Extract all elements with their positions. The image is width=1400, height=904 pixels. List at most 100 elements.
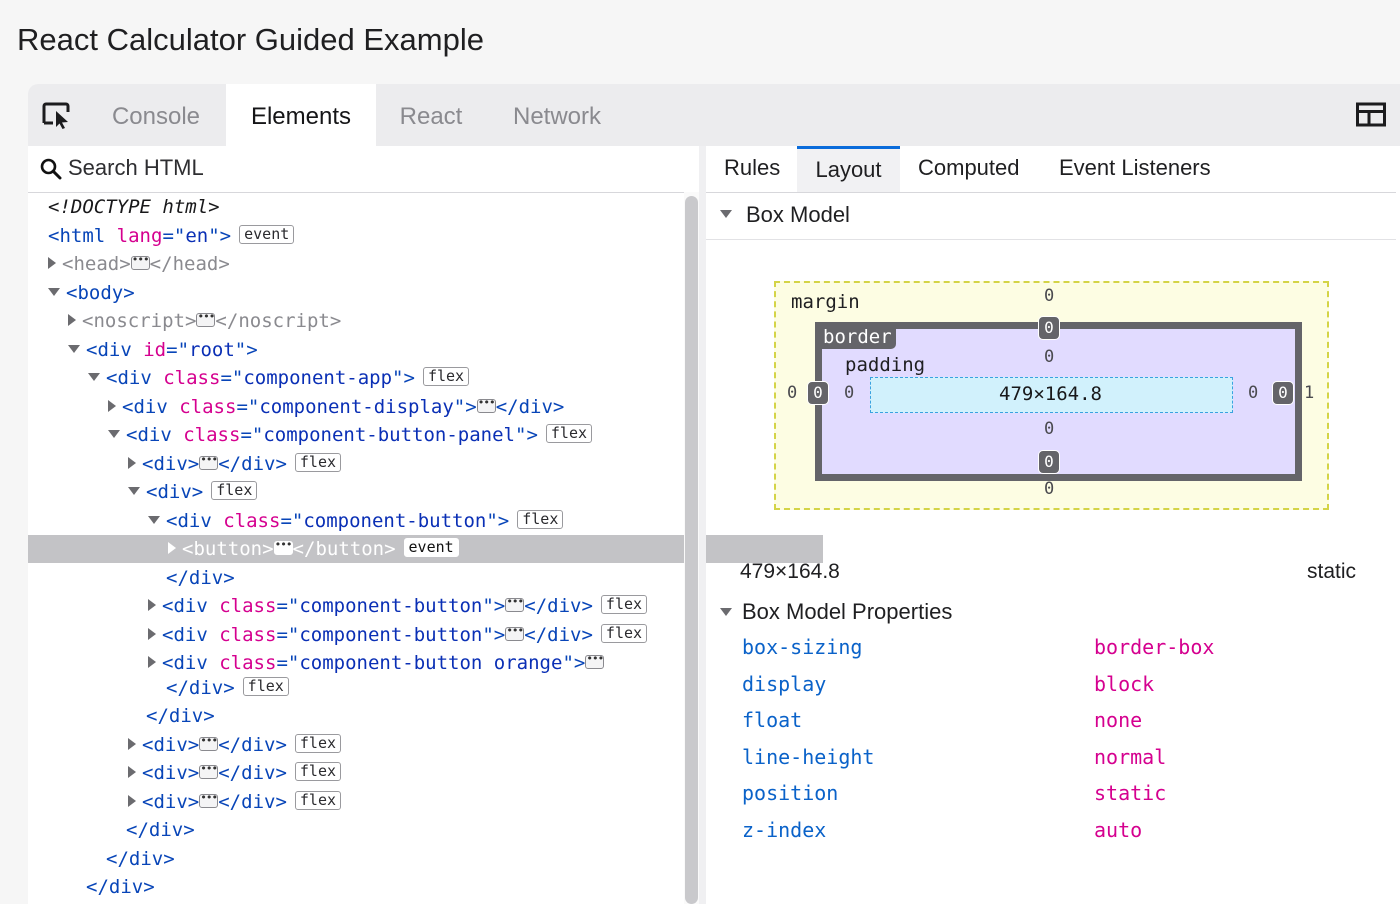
- property-value[interactable]: normal: [1094, 745, 1167, 769]
- tree-row-div-close[interactable]: </div>: [146, 705, 215, 727]
- collapse-toggle-icon[interactable]: [720, 210, 732, 218]
- collapse-toggle-icon[interactable]: [148, 516, 160, 524]
- markup-scrollbar-thumb[interactable]: [685, 196, 698, 904]
- expand-toggle-icon[interactable]: [168, 542, 176, 554]
- ellipsis-icon[interactable]: •••: [505, 596, 525, 612]
- tree-row-div-close[interactable]: </div>: [86, 876, 155, 898]
- tree-row-div[interactable]: <div>•••</div>flex: [28, 759, 783, 787]
- tree-row-component-button-orange[interactable]: <div class="component-button orange">•••: [28, 649, 803, 677]
- element-picker-button[interactable]: [28, 84, 90, 146]
- border-right-value[interactable]: 0: [1272, 381, 1294, 405]
- event-badge[interactable]: event: [403, 538, 459, 557]
- sidebar-tab-rules[interactable]: Rules: [724, 155, 781, 180]
- padding-right-value[interactable]: 0: [1248, 383, 1259, 403]
- margin-bottom-value[interactable]: 0: [1044, 479, 1055, 499]
- ellipsis-icon[interactable]: •••: [196, 311, 216, 327]
- flex-badge[interactable]: flex: [294, 791, 342, 810]
- tree-row-div-close[interactable]: </div>: [166, 567, 235, 589]
- tree-row-noscript[interactable]: <noscript>•••</noscript>: [28, 307, 723, 335]
- tree-row-component-app[interactable]: <div class="component-app">flex: [28, 364, 743, 392]
- margin-right-value[interactable]: 1: [1304, 383, 1315, 403]
- collapse-toggle-icon[interactable]: [48, 288, 60, 296]
- tree-row-body[interactable]: <body>: [28, 279, 703, 307]
- property-value[interactable]: block: [1094, 672, 1155, 696]
- ellipsis-icon[interactable]: •••: [199, 735, 219, 751]
- flex-badge[interactable]: flex: [294, 762, 342, 781]
- dock-layout-button[interactable]: [1356, 102, 1386, 128]
- content-box[interactable]: [870, 377, 1233, 413]
- tree-row-div-open[interactable]: <div>flex: [28, 478, 783, 506]
- expand-toggle-icon[interactable]: [148, 599, 156, 611]
- expand-toggle-icon[interactable]: [148, 656, 156, 668]
- expand-toggle-icon[interactable]: [108, 400, 116, 412]
- ellipsis-icon[interactable]: •••: [585, 653, 605, 669]
- box-model-properties-header[interactable]: Box Model Properties: [720, 599, 952, 625]
- tree-row-div-root[interactable]: <div id="root">: [28, 336, 723, 364]
- property-value[interactable]: none: [1094, 708, 1143, 732]
- expand-toggle-icon[interactable]: [148, 628, 156, 640]
- collapse-toggle-icon[interactable]: [720, 607, 732, 616]
- tree-row-component-button[interactable]: <div class="component-button">•••</div>f…: [28, 621, 803, 649]
- flex-badge[interactable]: flex: [545, 424, 593, 443]
- expand-toggle-icon[interactable]: [128, 738, 136, 750]
- tab-console[interactable]: Console: [111, 103, 201, 130]
- ellipsis-icon[interactable]: •••: [199, 792, 219, 808]
- flex-badge[interactable]: flex: [294, 734, 342, 753]
- flex-badge[interactable]: flex: [600, 624, 648, 643]
- tree-row-div-close[interactable]: </div>: [106, 848, 175, 870]
- event-badge[interactable]: event: [239, 225, 295, 244]
- tree-row-div[interactable]: <div>•••</div>flex: [28, 788, 783, 816]
- search-input[interactable]: [68, 155, 568, 181]
- property-value[interactable]: auto: [1094, 818, 1143, 842]
- tab-network[interactable]: Network: [512, 103, 602, 130]
- ellipsis-icon[interactable]: •••: [199, 763, 219, 779]
- ellipsis-icon[interactable]: •••: [130, 254, 150, 270]
- property-value[interactable]: border-box: [1094, 635, 1215, 659]
- flex-badge[interactable]: flex: [422, 367, 470, 386]
- tree-row-button-panel[interactable]: <div class="component-button-panel">flex: [28, 421, 763, 449]
- padding-left-value[interactable]: 0: [844, 383, 855, 403]
- flex-badge[interactable]: flex: [242, 677, 289, 696]
- flex-badge[interactable]: flex: [600, 595, 648, 614]
- tree-row-div[interactable]: <div>•••</div>flex: [28, 450, 783, 478]
- tab-elements[interactable]: Elements: [226, 84, 376, 146]
- expand-toggle-icon[interactable]: [48, 257, 56, 269]
- expand-toggle-icon[interactable]: [128, 457, 136, 469]
- collapse-toggle-icon[interactable]: [68, 345, 80, 353]
- ellipsis-icon[interactable]: •••: [476, 397, 496, 413]
- tab-react[interactable]: React: [399, 103, 463, 130]
- box-model-header[interactable]: Box Model: [706, 193, 1396, 240]
- padding-top-value[interactable]: 0: [1044, 347, 1055, 367]
- tree-row-div-close-wrapped[interactable]: </div>flex: [28, 674, 821, 702]
- flex-badge[interactable]: flex: [294, 453, 342, 472]
- sidebar-tab-computed[interactable]: Computed: [918, 155, 1020, 180]
- border-bottom-value[interactable]: 0: [1038, 450, 1060, 474]
- margin-left-value[interactable]: 0: [787, 383, 798, 403]
- collapse-toggle-icon[interactable]: [128, 487, 140, 495]
- tree-row-component-button[interactable]: <div class="component-button">flex: [28, 507, 803, 535]
- sidebar-tab-event-listeners[interactable]: Event Listeners: [1059, 155, 1211, 180]
- tree-row-head[interactable]: <head>•••</head>: [28, 250, 703, 278]
- padding-bottom-value[interactable]: 0: [1044, 419, 1055, 439]
- property-value[interactable]: static: [1094, 781, 1167, 805]
- collapse-toggle-icon[interactable]: [108, 430, 120, 438]
- border-top-value[interactable]: 0: [1038, 316, 1060, 340]
- tree-row-div-close[interactable]: </div>: [126, 819, 195, 841]
- ellipsis-icon[interactable]: •••: [505, 625, 525, 641]
- ellipsis-icon[interactable]: •••: [273, 539, 293, 555]
- tree-row-doctype[interactable]: <!DOCTYPE html>: [48, 196, 220, 218]
- flex-badge[interactable]: flex: [211, 481, 258, 500]
- panel-splitter[interactable]: [699, 146, 706, 904]
- expand-toggle-icon[interactable]: [68, 314, 76, 326]
- expand-toggle-icon[interactable]: [128, 766, 136, 778]
- ellipsis-icon[interactable]: •••: [199, 454, 219, 470]
- tree-row-component-button[interactable]: <div class="component-button">•••</div>f…: [28, 592, 803, 620]
- border-left-value[interactable]: 0: [807, 381, 829, 405]
- sidebar-tab-layout[interactable]: Layout: [797, 146, 900, 192]
- tree-row-component-display[interactable]: <div class="component-display">•••</div>: [28, 393, 763, 421]
- flex-badge[interactable]: flex: [517, 510, 564, 529]
- tree-row-div[interactable]: <div>•••</div>flex: [28, 731, 783, 759]
- expand-toggle-icon[interactable]: [128, 795, 136, 807]
- margin-top-value[interactable]: 0: [1044, 286, 1055, 306]
- tree-row-html[interactable]: <html lang="en">event: [28, 222, 703, 250]
